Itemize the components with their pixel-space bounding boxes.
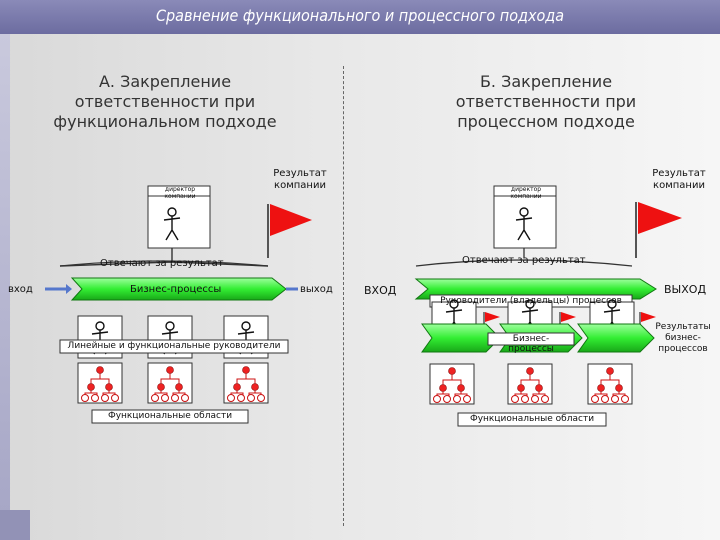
right-company-result-label: Результат компании [640,168,718,192]
right-process-results-label: Результаты бизнес- процессов [648,322,718,355]
left-company-result-label: Результат компании [262,168,338,192]
right-output-label: ВЫХОД [664,283,706,296]
left-director-label: директор компании [151,186,209,200]
right-result-flag-icon [636,202,682,258]
right-org-chart-icons [430,364,632,404]
left-process-label: Бизнес-процессы [130,284,221,295]
left-responsible-label: Отвечают за результат [100,258,224,269]
left-output-label: выход [300,284,333,295]
right-owners-label: Руководители (владельцы) процессов [432,296,630,306]
right-input-label: ВХОД [364,284,396,297]
right-areas-label: Функциональные области [460,414,604,424]
left-input-label: вход [8,284,33,295]
right-director-label: директор компании [497,186,555,200]
right-responsible-label: Отвечают за результат [462,255,586,266]
left-areas-label: Функциональные области [94,411,246,421]
right-process-label: Бизнес-процессы [490,334,572,354]
left-managers-label: Линейные и функциональные руководители [62,341,286,351]
left-org-chart-icons [78,363,268,403]
left-result-flag-icon [268,204,312,258]
